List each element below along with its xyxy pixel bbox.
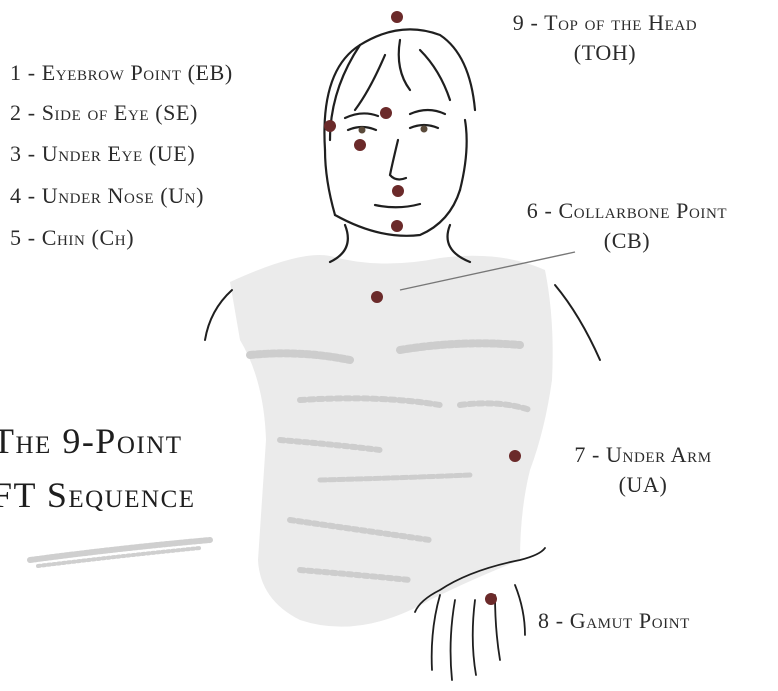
- point-collarbone: [371, 291, 383, 303]
- point-under-nose: [392, 185, 404, 197]
- label-top-of-head-line2: (TOH): [470, 38, 740, 68]
- label-gamut-point: 8 - Gamut Point: [538, 606, 690, 636]
- label-chin: 5 - Chin (Ch): [10, 223, 134, 253]
- point-chin: [391, 220, 403, 232]
- label-under-nose: 4 - Under Nose (Un): [10, 181, 204, 211]
- label-eyebrow-point: 1 - Eyebrow Point (EB): [10, 58, 233, 88]
- point-gamut: [485, 593, 497, 605]
- brush-stroke: [30, 540, 210, 566]
- title-line2: FT Sequence: [0, 474, 196, 516]
- label-under-arm: 7 - Under Arm (UA): [538, 440, 748, 500]
- point-under-arm: [509, 450, 521, 462]
- label-collarbone-line1: 6 - Collarbone Point: [482, 196, 772, 226]
- label-under-arm-line2: (UA): [538, 470, 748, 500]
- figure-title: The 9-Point FT Sequence: [0, 420, 196, 516]
- label-collarbone-point: 6 - Collarbone Point (CB): [482, 196, 772, 256]
- label-under-arm-line1: 7 - Under Arm: [538, 440, 748, 470]
- point-under-eye: [354, 139, 366, 151]
- point-top-of-head: [391, 11, 403, 23]
- title-line1: The 9-Point: [0, 420, 196, 462]
- point-side-of-eye: [324, 120, 336, 132]
- label-collarbone-line2: (CB): [482, 226, 772, 256]
- label-top-of-head-line1: 9 - Top of the Head: [470, 8, 740, 38]
- point-eyebrow: [380, 107, 392, 119]
- label-under-eye: 3 - Under Eye (UE): [10, 139, 195, 169]
- label-side-of-eye: 2 - Side of Eye (SE): [10, 98, 198, 128]
- label-top-of-head: 9 - Top of the Head (TOH): [470, 8, 740, 68]
